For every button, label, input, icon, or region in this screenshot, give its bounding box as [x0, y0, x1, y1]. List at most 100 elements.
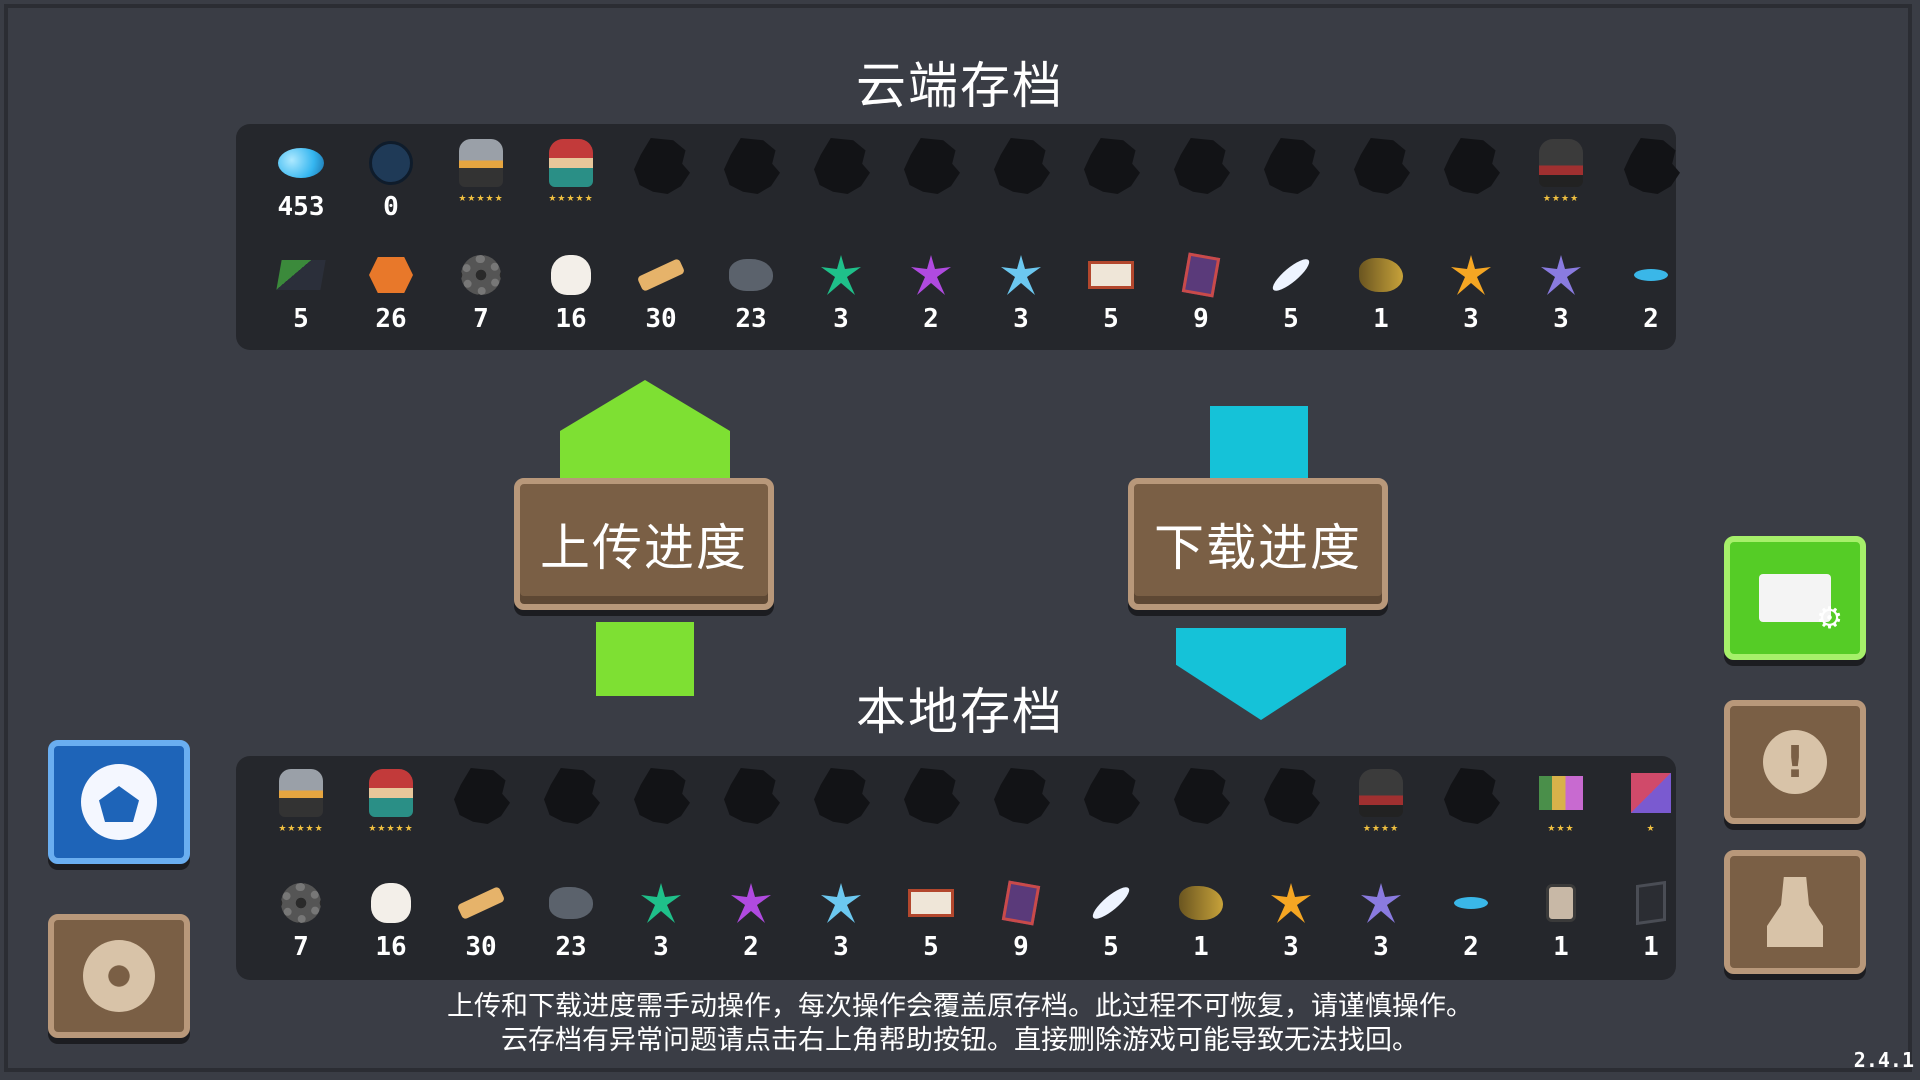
- notice-line-1: 上传和下载进度需手动操作，每次操作会覆盖原存档。此过程不可恢复，请谨慎操作。: [447, 991, 1473, 1022]
- settings-gear-icon: [83, 940, 155, 1012]
- community-logo-icon: [81, 764, 157, 840]
- inventory-slot: 7: [436, 242, 526, 342]
- feather-icon: [1088, 880, 1134, 926]
- settings-button[interactable]: [48, 914, 190, 1038]
- horn-icon: [1178, 880, 1224, 926]
- locked-character-icon: [814, 138, 870, 194]
- book-icon: [998, 880, 1044, 926]
- inventory-slot: [1426, 760, 1516, 860]
- wood-icon: [636, 252, 686, 298]
- locked-character-icon: [1174, 138, 1230, 194]
- inventory-slot: [616, 760, 706, 860]
- green-leaf-icon: [818, 252, 864, 298]
- item-count: 16: [555, 304, 587, 334]
- locked-character-icon: [904, 768, 960, 824]
- locked-character-icon: [814, 768, 870, 824]
- inventory-slot: [1156, 130, 1246, 230]
- inventory-slot: 3: [796, 870, 886, 970]
- locked-character-icon: [634, 138, 690, 194]
- inventory-slot: [1066, 130, 1156, 230]
- inventory-slot: 3: [1516, 242, 1606, 342]
- locked-character-icon: [724, 768, 780, 824]
- help-button[interactable]: !: [1724, 700, 1866, 824]
- inventory-slot: 1: [1156, 870, 1246, 970]
- profile-button[interactable]: [1724, 850, 1866, 974]
- ore-icon: [368, 252, 414, 298]
- inventory-slot: 453: [256, 130, 346, 230]
- inventory-slot: [706, 760, 796, 860]
- purple-leaf-icon: [908, 252, 954, 298]
- inventory-slot: 5: [1066, 870, 1156, 970]
- blue-fish-icon: [1448, 880, 1494, 926]
- locked-character-icon: [994, 138, 1050, 194]
- assassin-icon: [548, 139, 594, 187]
- inventory-slot: [436, 760, 526, 860]
- inventory-slot: 3: [1336, 870, 1426, 970]
- item-count: 5: [923, 932, 939, 962]
- notice-line-2: 云存档有异常问题请点击右上角帮助按钮。直接删除游戏可能导致无法找回。: [501, 1025, 1419, 1056]
- inventory-slot: 3: [1246, 870, 1336, 970]
- wood-icon: [456, 880, 506, 926]
- book-icon: [1178, 252, 1224, 298]
- inventory-slot: ★★★★★: [436, 130, 526, 230]
- dark-knight-icon: [1358, 769, 1404, 817]
- item-count: 3: [1463, 304, 1479, 334]
- inventory-slot: [1246, 130, 1336, 230]
- locked-character-icon: [904, 138, 960, 194]
- item-count: 7: [293, 932, 309, 962]
- inventory-slot: [796, 760, 886, 860]
- inventory-slot: 23: [706, 242, 796, 342]
- inventory-slot: [616, 130, 706, 230]
- upload-progress-button[interactable]: 上传进度: [514, 478, 774, 610]
- mail-settings-button[interactable]: [1724, 536, 1866, 660]
- inventory-slot: [976, 130, 1066, 230]
- item-count: 9: [1193, 304, 1209, 334]
- locked-character-icon: [1084, 138, 1140, 194]
- inventory-slot: [796, 130, 886, 230]
- blue-fish-icon: [1628, 252, 1674, 298]
- inventory-slot: 16: [346, 870, 436, 970]
- sack-icon: [548, 252, 594, 298]
- knight-icon: [278, 769, 324, 817]
- inventory-slot: 26: [346, 242, 436, 342]
- inventory-slot: 30: [616, 242, 706, 342]
- item-count: 3: [833, 304, 849, 334]
- dark-knight-icon: [1538, 139, 1584, 187]
- card-icon: [908, 880, 954, 926]
- stone-icon: [728, 252, 774, 298]
- download-progress-button[interactable]: 下载进度: [1128, 478, 1388, 610]
- inventory-slot: 3: [616, 870, 706, 970]
- inventory-slot: 7: [256, 870, 346, 970]
- inventory-slot: 16: [526, 242, 616, 342]
- help-alert-icon: !: [1763, 730, 1827, 794]
- inventory-slot: 30: [436, 870, 526, 970]
- inventory-slot: [886, 130, 976, 230]
- screen-frame: [4, 4, 1912, 1072]
- fish-coin-icon: [368, 140, 414, 186]
- inventory-slot: [976, 760, 1066, 860]
- inventory-slot: 2: [1606, 242, 1696, 342]
- battery-icon: [276, 252, 326, 298]
- locked-character-icon: [1444, 768, 1500, 824]
- inventory-slot: [526, 760, 616, 860]
- community-button[interactable]: [48, 740, 190, 864]
- inventory-slot: 1: [1336, 242, 1426, 342]
- star-rating: ★★★: [1547, 824, 1575, 834]
- card-icon: [1088, 252, 1134, 298]
- item-count: 3: [1013, 304, 1029, 334]
- inventory-slot: 0: [346, 130, 436, 230]
- gear-part-icon: [278, 880, 324, 926]
- star-rating: ★★★★★: [368, 824, 414, 834]
- inventory-slot: ★★★★★: [526, 130, 616, 230]
- locked-character-icon: [1354, 138, 1410, 194]
- inventory-slot: ★★★★★: [346, 760, 436, 860]
- gem-icon: [278, 140, 324, 186]
- locked-character-icon: [634, 768, 690, 824]
- inventory-slot: [1066, 760, 1156, 860]
- blue-leaf-icon: [998, 252, 1044, 298]
- inventory-slot: ★★★★★: [256, 760, 346, 860]
- gift-icon: [1538, 770, 1584, 816]
